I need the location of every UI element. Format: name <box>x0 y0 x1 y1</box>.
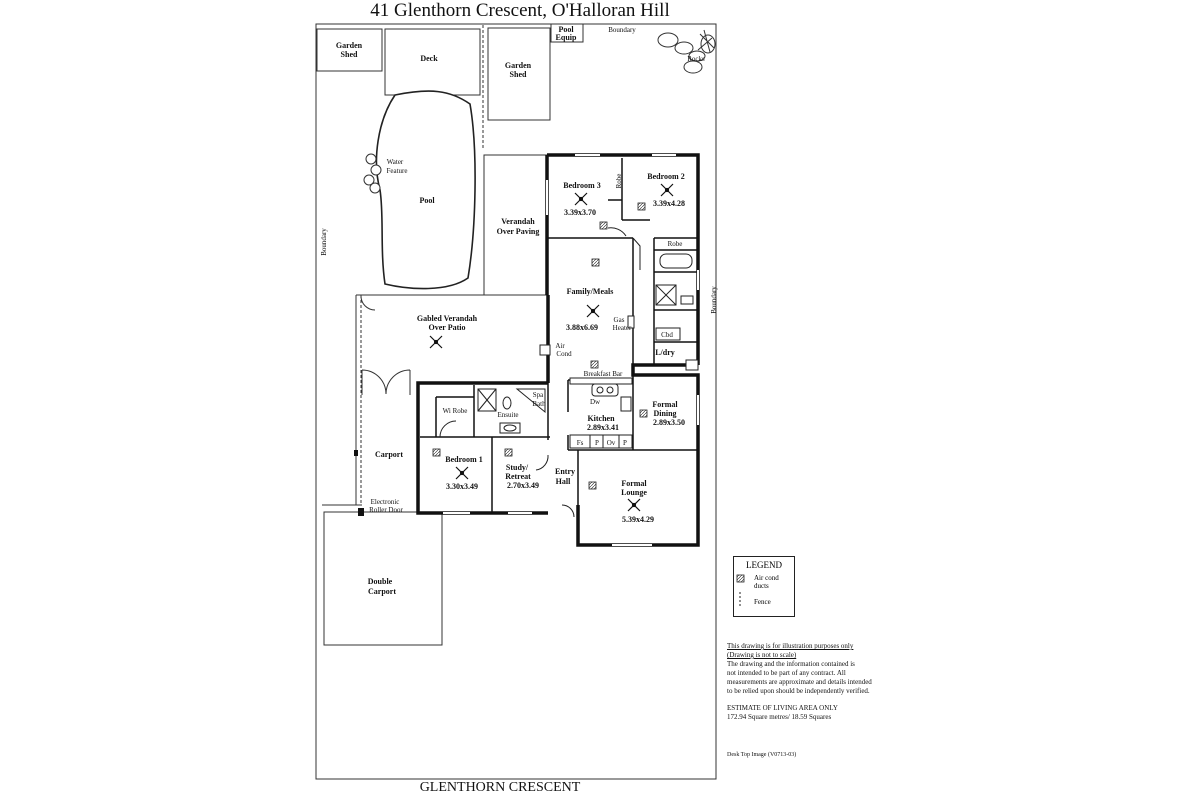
legend-fence-label: Fence <box>754 598 771 606</box>
page-title: 41 Glenthorn Crescent, O'Halloran Hill <box>370 0 670 21</box>
disclaimer-body-4: to be relied upon should be independentl… <box>727 687 870 695</box>
ensuite-label: Ensuite <box>498 411 519 419</box>
wi-robe-label: Wi Robe <box>443 407 468 415</box>
pool-equip-box <box>550 23 584 43</box>
door-swings <box>439 227 641 518</box>
disclaimer-body-2: not intended to be part of any contract.… <box>727 669 846 677</box>
roller-door-marker <box>358 508 364 516</box>
legend-box: LEGEND Air cond ducts Fence <box>733 556 795 617</box>
double-carport <box>323 511 443 646</box>
robe-label: Robe <box>668 240 683 248</box>
air-cond-unit <box>539 344 551 356</box>
gas-heater <box>627 315 635 329</box>
kitchen-appliances <box>569 434 633 449</box>
estimate-heading: ESTIMATE OF LIVING AREA ONLY <box>727 704 838 712</box>
pantry-label-2: P <box>623 439 627 447</box>
rocks-icon <box>657 29 716 74</box>
disclaimer-body-3: measurements are approximate and details… <box>727 678 872 686</box>
breakfast-bar <box>569 377 633 385</box>
garden-shed-left <box>316 28 383 72</box>
estimate-value: 172.94 Square metres/ 18.59 Squares <box>727 713 832 721</box>
fs-label: Fs <box>577 439 584 447</box>
boundary-left-label: Boundary <box>320 228 328 256</box>
legend-air-cond-label: Air cond ducts <box>754 574 779 590</box>
boundary-right-label: Boundary <box>710 286 718 314</box>
pool-label: Pool <box>419 196 435 205</box>
breakfast-bar-label: Breakfast Bar <box>584 370 623 378</box>
image-reference: Desk Top Image (V0713-03) <box>727 752 797 758</box>
legend-air-cond-icon <box>736 574 745 583</box>
pool-outline <box>375 90 476 290</box>
disclaimer-body-1: The drawing and the information containe… <box>727 660 855 668</box>
gabled-verandah-outline <box>355 294 547 505</box>
ldry-label: L/dry <box>655 348 675 357</box>
pantry-label-1: P <box>595 439 599 447</box>
site-boundary <box>315 23 717 780</box>
water-feature-rocks <box>363 153 382 194</box>
robe-vertical-label: Robe <box>615 174 623 189</box>
street-name: GLENTHORN CRESCENT <box>419 780 581 795</box>
cbd-box <box>655 327 681 341</box>
cbd-label: Cbd <box>661 331 673 339</box>
dw-label: Dw <box>590 398 601 406</box>
fixtures <box>477 253 694 434</box>
oven-label: Ov <box>607 439 616 447</box>
garden-shed-right <box>487 27 551 121</box>
boundary-top-label: Boundary <box>608 26 636 34</box>
legend-heading: LEGEND <box>746 560 782 570</box>
ceiling-fan-icons <box>429 183 674 512</box>
disclaimer-notes: This drawing is for illustration purpose… <box>727 642 927 722</box>
disclaimer-line-1: This drawing is for illustration purpose… <box>727 642 854 650</box>
deck-label: Deck <box>420 54 438 63</box>
windows <box>443 154 699 546</box>
interior-walls <box>420 158 698 513</box>
carport-label: Carport <box>375 450 403 459</box>
air-cond-duct-icons <box>432 202 648 490</box>
rocks-label: Rocks <box>687 55 705 63</box>
carport-doors <box>361 369 411 395</box>
disclaimer-line-2: (Drawing is not to scale) <box>727 651 797 659</box>
